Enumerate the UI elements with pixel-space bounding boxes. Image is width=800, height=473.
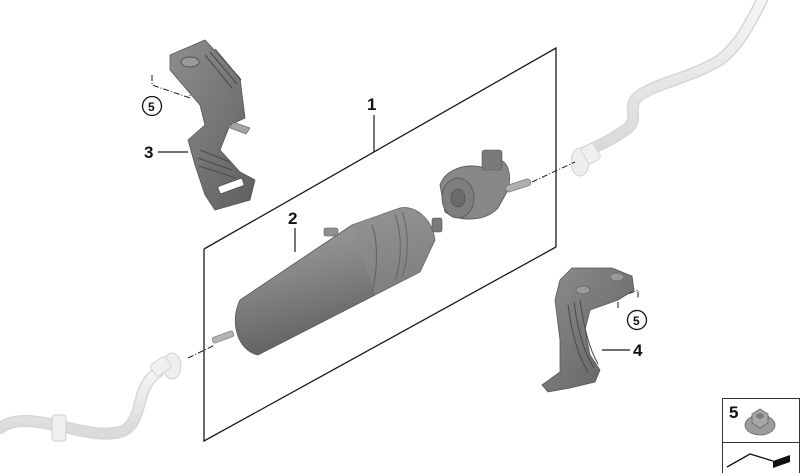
pipe-clip — [51, 414, 67, 442]
pipe-connector-left — [150, 352, 182, 380]
fixing-element-icon — [726, 453, 790, 468]
fuel-pipe-upper-right — [570, 0, 768, 177]
filter-valve-head — [439, 149, 532, 220]
legend-box: 5 — [722, 398, 800, 473]
callout-5-lower: 5 — [626, 309, 648, 331]
callout-2: 2 — [288, 209, 297, 228]
callout-5-upper: 5 — [141, 95, 163, 117]
legend-label-5: 5 — [729, 403, 738, 422]
callout-1: 1 — [367, 95, 376, 114]
fuel-pipe-lower-left — [0, 352, 182, 442]
callout-3: 3 — [144, 143, 153, 162]
fuel-filter-housing — [211, 207, 443, 356]
bracket-slot — [217, 177, 245, 195]
svg-text:5: 5 — [633, 314, 640, 328]
filter-outlet-nozzle — [211, 330, 235, 344]
assembly-frame — [203, 46, 557, 443]
svg-text:5: 5 — [148, 100, 155, 114]
leader-lines — [158, 115, 630, 351]
lower-bracket — [541, 267, 635, 393]
upper-bracket — [169, 39, 256, 211]
alignment-lines — [151, 75, 639, 359]
hex-nut-icon — [744, 408, 776, 436]
pipe-connector-right — [570, 142, 601, 177]
callout-4: 4 — [633, 341, 643, 360]
